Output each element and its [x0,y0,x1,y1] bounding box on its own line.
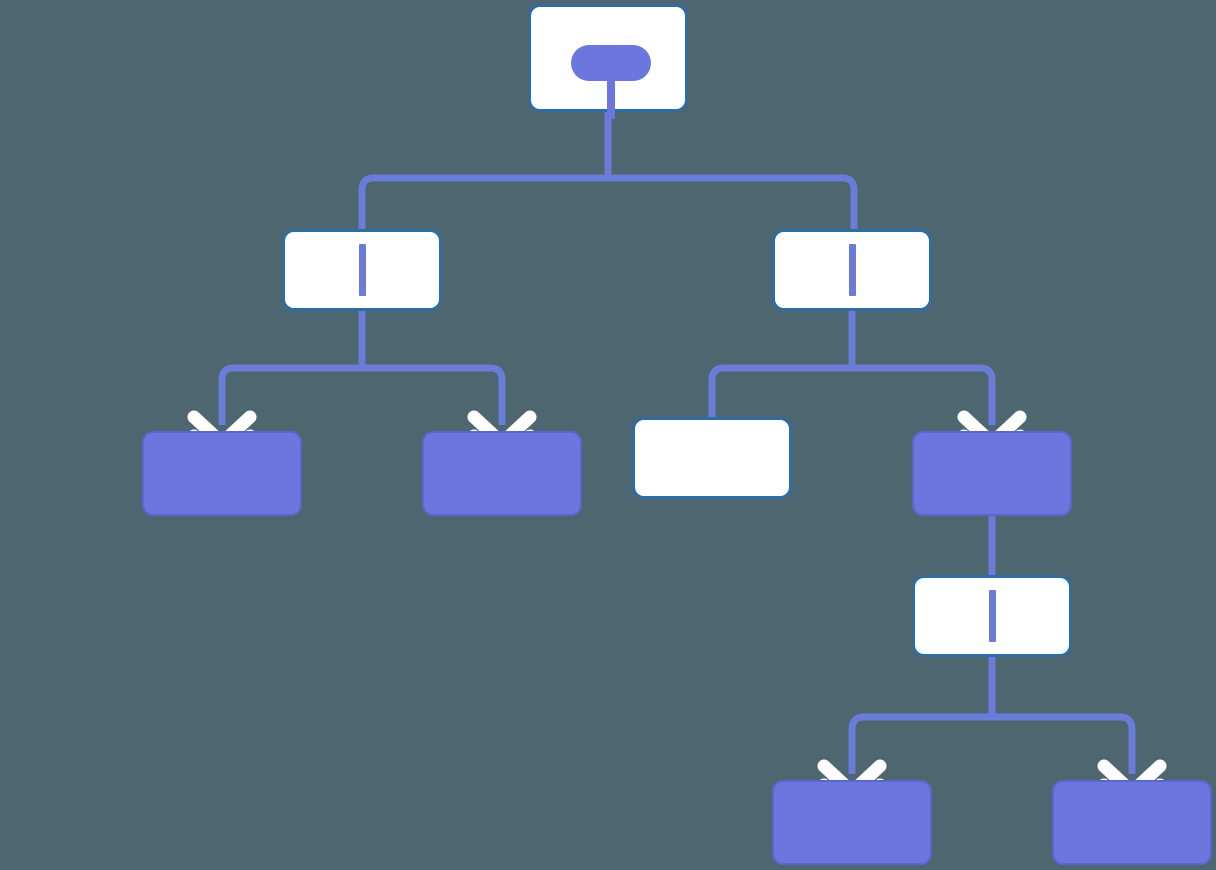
tree-node-n-l3-c[interactable] [632,417,792,499]
tree-node-n-l3-b[interactable] [422,431,582,516]
tree-node-root[interactable] [528,4,688,119]
pill-marker-icon [571,45,651,81]
tree-node-n-l3-d[interactable] [912,431,1072,516]
tree-node-n-l3-a[interactable] [142,431,302,516]
vertical-bar-icon [988,590,996,642]
tree-node-n-l2-left[interactable] [282,229,442,311]
pill-stem-icon [607,77,615,119]
vertical-bar-icon [358,244,366,296]
tree-node-n-l2-right[interactable] [772,229,932,311]
tree-node-n-l5-a[interactable] [772,780,932,865]
tree-node-n-l5-b[interactable] [1052,780,1212,865]
tree-node-n-l4[interactable] [912,575,1072,657]
vertical-bar-icon [848,244,856,296]
